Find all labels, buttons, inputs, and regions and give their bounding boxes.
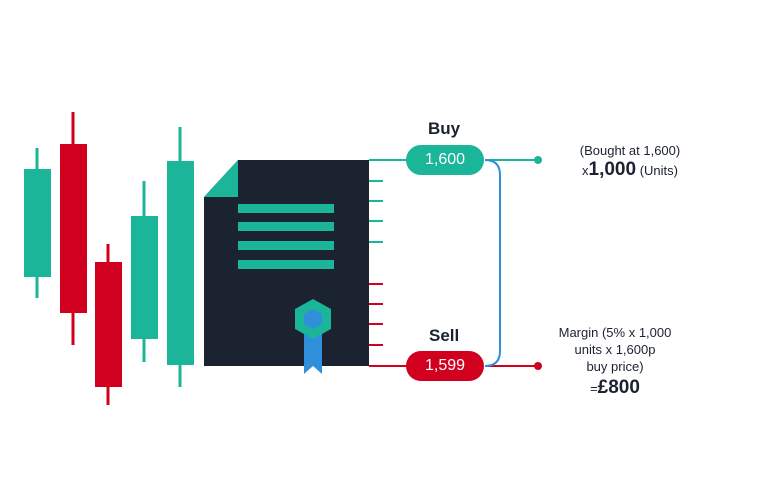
candle-5 — [167, 127, 194, 387]
margin-note: Margin (5% x 1,000 units x 1,600p buy pr… — [540, 324, 690, 397]
green-tick-marks — [369, 159, 407, 243]
sell-price-pill: 1,599 — [406, 351, 484, 381]
candle-2 — [60, 112, 87, 345]
buy-connector — [485, 156, 542, 164]
margin-result-prefix: = — [590, 381, 598, 396]
buy-note-quantity: 1,000 — [588, 159, 637, 180]
margin-note-line3: buy price) — [586, 359, 644, 374]
contract-document-icon — [204, 160, 369, 366]
margin-note-line1: Margin (5% x 1,000 — [558, 325, 672, 340]
candle-4 — [131, 181, 158, 362]
buy-note-line1: (Bought at 1,600) — [579, 143, 681, 158]
buy-note-prefix: x — [582, 163, 589, 178]
spread-bracket — [484, 159, 501, 367]
margin-note-line2: units x 1,600p — [574, 342, 656, 357]
candlestick-illustration — [24, 112, 194, 405]
margin-result-line: =£800 — [540, 377, 690, 398]
red-tick-marks — [369, 283, 407, 367]
margin-result-value: £800 — [597, 377, 640, 398]
buy-price-pill: 1,600 — [406, 145, 484, 175]
buy-note: (Bought at 1,600) x1,000 (Units) — [545, 142, 715, 179]
candle-3 — [95, 244, 122, 405]
candle-1 — [24, 148, 51, 298]
buy-heading: Buy — [428, 119, 461, 138]
buy-note-suffix: (Units) — [639, 163, 678, 178]
buy-note-quantity-line: x1,000 (Units) — [545, 159, 715, 180]
sell-heading: Sell — [429, 326, 460, 345]
award-ribbon-icon — [295, 299, 331, 374]
sell-connector — [485, 362, 542, 370]
